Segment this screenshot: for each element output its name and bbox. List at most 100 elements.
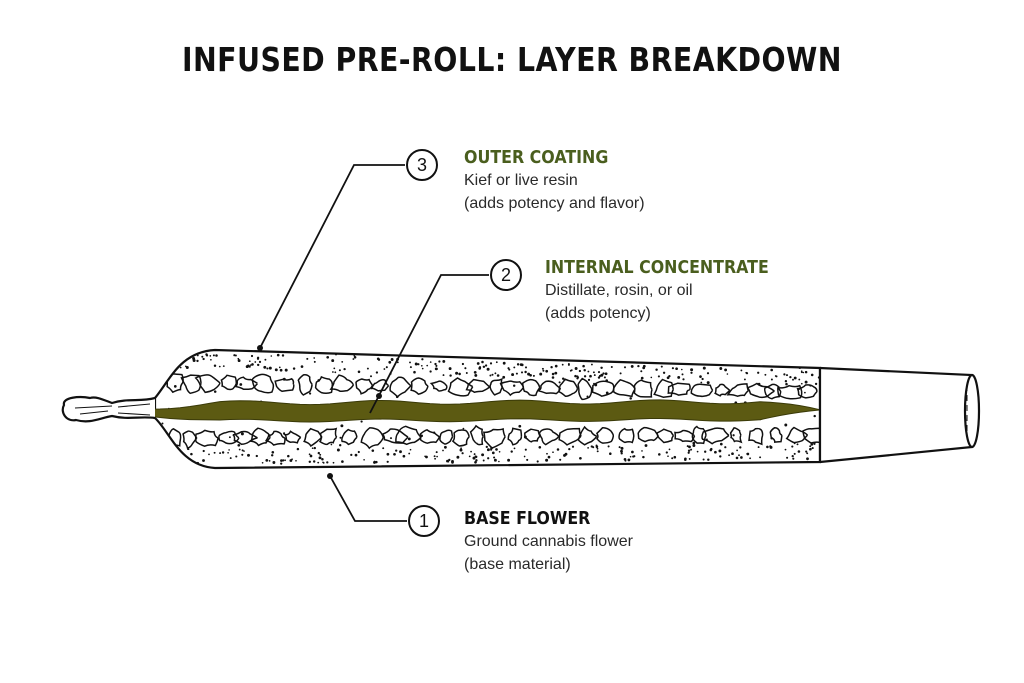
- kief-speck: [668, 448, 671, 451]
- kief-speck: [675, 367, 678, 371]
- kief-speck: [336, 448, 340, 452]
- kief-speck: [802, 371, 805, 374]
- kief-speck: [357, 370, 361, 374]
- flower-chunk: [618, 427, 635, 444]
- kief-speck: [442, 374, 445, 377]
- callout-heading: INTERNAL CONCENTRATE: [545, 257, 769, 278]
- kief-speck: [402, 454, 406, 458]
- kief-speck: [429, 370, 432, 373]
- kief-speck: [774, 375, 777, 377]
- flower-chunk: [469, 424, 484, 446]
- kief-speck: [474, 373, 478, 377]
- kief-speck: [513, 447, 516, 450]
- kief-speck: [486, 448, 490, 452]
- callout-description: Kief or live resin: [464, 172, 578, 189]
- kief-speck: [353, 356, 357, 359]
- kief-speck: [681, 368, 683, 371]
- kief-speck: [706, 381, 710, 385]
- kief-speck: [366, 367, 369, 370]
- kief-speck: [282, 432, 286, 435]
- kief-speck: [171, 354, 175, 357]
- kief-speck: [393, 452, 396, 456]
- leader-line-2: [369, 274, 489, 414]
- kief-speck: [731, 452, 734, 456]
- kief-speck: [482, 459, 485, 462]
- kief-speck: [264, 358, 267, 361]
- kief-speck: [218, 365, 221, 368]
- kief-speck: [507, 458, 511, 462]
- kief-speck: [388, 360, 392, 364]
- kief-speck: [623, 366, 627, 369]
- kief-speck: [409, 366, 412, 369]
- kief-speck: [287, 454, 290, 458]
- kief-speck: [485, 445, 488, 449]
- flower-chunk: [410, 377, 429, 396]
- kief-speck: [326, 461, 329, 464]
- kief-speck: [245, 365, 249, 369]
- flower-chunk: [633, 379, 653, 398]
- kief-speck: [502, 375, 506, 379]
- filter-tip: [819, 366, 974, 464]
- kief-speck: [319, 453, 322, 456]
- kief-speck: [484, 364, 488, 367]
- kief-speck: [163, 352, 166, 355]
- kief-speck: [464, 367, 467, 370]
- kief-speck: [605, 391, 609, 395]
- kief-speck: [719, 455, 722, 458]
- callout-heading: OUTER COATING: [464, 147, 609, 168]
- kief-speck: [800, 370, 803, 373]
- kief-speck: [433, 455, 436, 458]
- flower-chunk: [370, 379, 390, 392]
- kief-speck: [650, 376, 653, 379]
- kief-speck: [247, 453, 250, 457]
- kief-speck: [296, 447, 300, 451]
- kief-speck: [770, 368, 774, 372]
- flower-chunk: [691, 425, 707, 445]
- kief-speck: [806, 457, 809, 461]
- kief-speck: [250, 354, 254, 358]
- kief-speck: [442, 449, 444, 452]
- callout-number-1: 1: [408, 505, 440, 537]
- kief-speck: [681, 373, 684, 376]
- kief-speck: [783, 373, 786, 376]
- kief-speck: [556, 448, 560, 451]
- kief-speck: [701, 377, 704, 381]
- kief-speck: [814, 382, 818, 386]
- kief-speck: [413, 370, 416, 374]
- kief-speck: [309, 392, 312, 395]
- kief-speck: [607, 445, 610, 448]
- kief-speck: [597, 371, 601, 374]
- kief-speck: [255, 454, 258, 458]
- kief-speck: [793, 376, 797, 380]
- kief-speck: [592, 446, 595, 449]
- kief-speck: [811, 447, 814, 450]
- kief-speck: [627, 458, 631, 462]
- kief-speck: [789, 375, 792, 379]
- kief-speck: [532, 374, 535, 377]
- kief-speck: [215, 354, 218, 357]
- kief-speck: [178, 457, 181, 460]
- kief-speck: [810, 443, 814, 446]
- kief-speck: [190, 452, 193, 456]
- kief-speck: [272, 461, 276, 464]
- kief-speck: [657, 375, 660, 378]
- kief-speck: [513, 366, 516, 369]
- kief-speck: [341, 360, 344, 363]
- kief-speck: [256, 356, 260, 359]
- kief-speck: [792, 457, 795, 460]
- kief-speck: [202, 459, 205, 462]
- kief-speck: [489, 374, 492, 377]
- kief-speck: [227, 451, 229, 454]
- kief-speck: [249, 364, 252, 366]
- flower-chunk: [329, 374, 355, 392]
- kief-speck: [596, 450, 599, 453]
- kief-speck: [248, 360, 251, 363]
- kief-speck: [587, 370, 590, 373]
- kief-speck: [590, 363, 593, 366]
- tip-fold-lines: [74, 403, 151, 416]
- kief-speck: [640, 370, 643, 373]
- kief-speck: [162, 455, 165, 458]
- kief-speck: [714, 450, 717, 454]
- kief-speck: [235, 455, 238, 458]
- kief-speck: [166, 460, 169, 463]
